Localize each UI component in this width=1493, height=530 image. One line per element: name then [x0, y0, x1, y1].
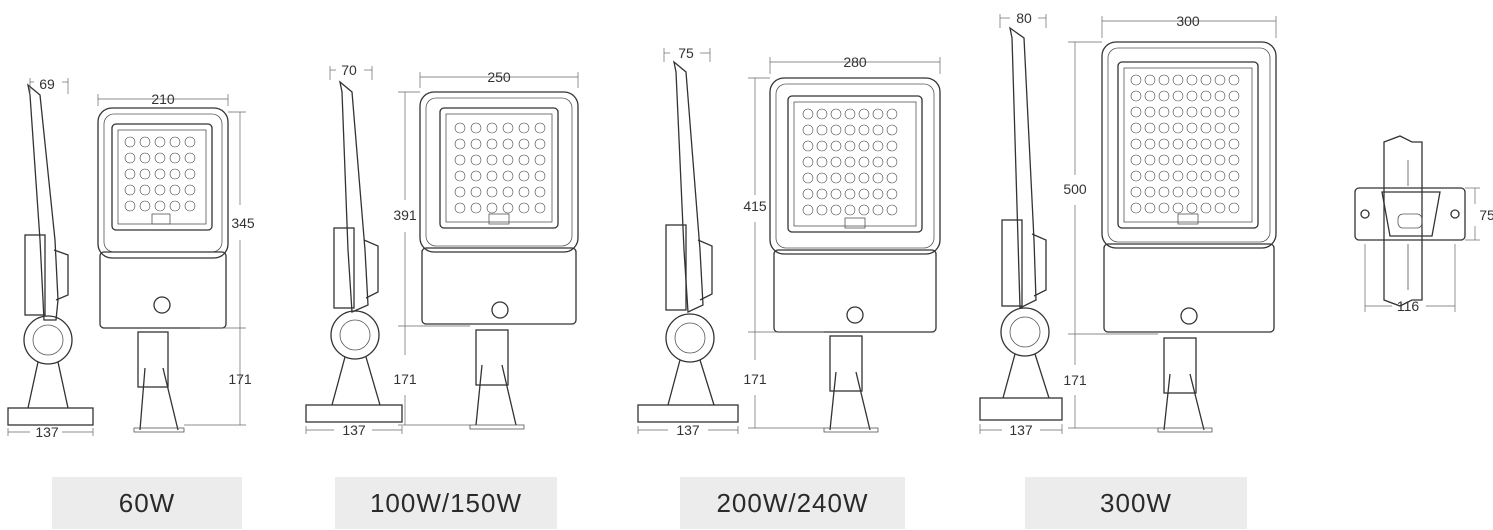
bracket-height-200w-240w: 171	[743, 371, 767, 387]
base-width-300w: 137	[1009, 422, 1033, 438]
wattage-label-text-60w: 60W	[118, 487, 176, 518]
led-array-300w	[1130, 74, 1240, 214]
led-array-200w-240w	[802, 108, 898, 216]
bracket-height-60w: 171	[228, 371, 252, 387]
side-view-100w-150w	[305, 66, 403, 434]
front-view-300w	[1068, 16, 1277, 433]
base-width-200w-240w: 137	[676, 422, 700, 438]
bracket-height-100w-150w: 171	[393, 371, 417, 387]
height-300w: 500	[1063, 181, 1087, 197]
front-view-60w	[97, 94, 246, 433]
side-thickness-300w: 80	[1016, 10, 1032, 26]
width-300w: 300	[1176, 13, 1200, 29]
bracket-detail-view	[1354, 135, 1480, 312]
width-100w-150w: 250	[487, 69, 511, 85]
height-60w: 345	[231, 215, 255, 231]
front-view-100w-150w	[398, 72, 579, 430]
side-thickness-60w: 69	[39, 76, 55, 92]
wattage-label-100w-150w: 100W/150W	[335, 477, 557, 529]
wattage-label-text-100w-150w: 100W/150W	[369, 487, 523, 518]
bracket-detail-height: 75	[1479, 207, 1493, 223]
side-view-60w	[7, 78, 94, 436]
front-view-200w-240w	[748, 57, 941, 433]
wattage-label-text-300w: 300W	[1100, 487, 1172, 518]
led-array-60w	[124, 136, 196, 212]
bracket-detail-width: 116	[1397, 298, 1420, 314]
base-width-100w-150w: 137	[342, 422, 366, 438]
side-view-200w-240w	[637, 48, 739, 434]
wattage-label-60w: 60W	[52, 477, 242, 529]
wattage-label-300w: 300W	[1025, 477, 1247, 529]
side-thickness-200w-240w: 75	[678, 45, 694, 61]
base-width-60w: 137	[35, 424, 59, 440]
bracket-height-300w: 171	[1063, 372, 1087, 388]
wattage-label-200w-240w: 200W/240W	[680, 477, 905, 529]
led-array-100w-150w	[454, 122, 546, 214]
height-200w-240w: 415	[743, 198, 767, 214]
side-thickness-100w-150w: 70	[341, 62, 357, 78]
height-100w-150w: 391	[393, 207, 417, 223]
wattage-label-text-200w-240w: 200W/240W	[716, 487, 869, 518]
width-200w-240w: 280	[843, 54, 867, 70]
width-60w: 210	[151, 91, 175, 107]
side-view-300w	[979, 14, 1063, 434]
